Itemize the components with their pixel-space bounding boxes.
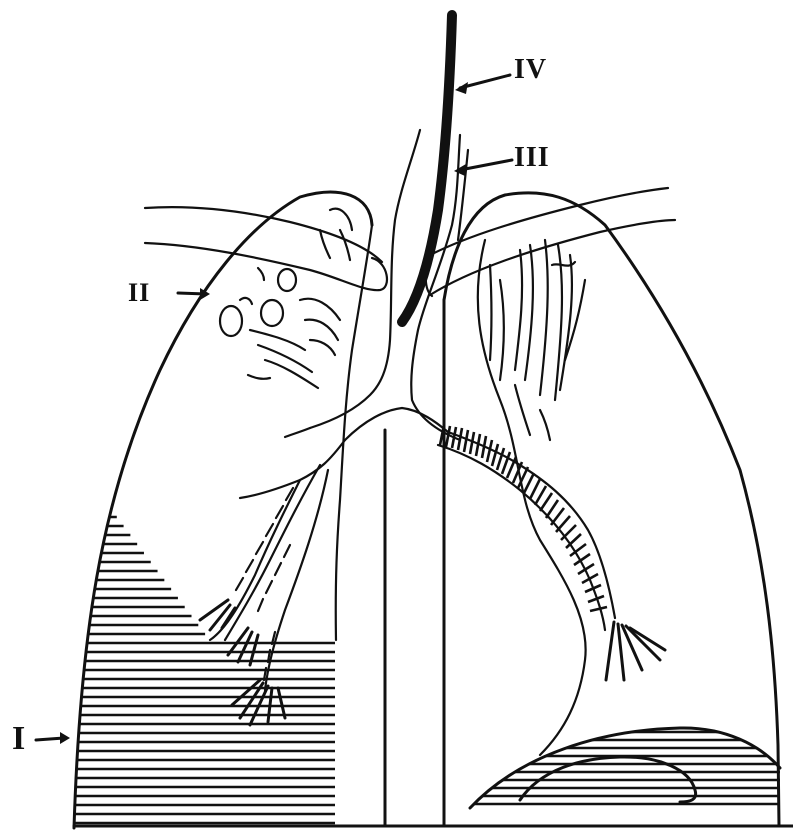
arrow-IV	[455, 75, 510, 94]
diaphragm-hatching	[470, 732, 780, 804]
label-IV: IV	[514, 56, 547, 84]
label-I: I	[12, 722, 26, 756]
trachea-left-wall	[310, 130, 420, 428]
right-lung-outline	[444, 193, 779, 826]
effusion-hatching	[74, 520, 335, 826]
label-III: III	[514, 144, 550, 172]
arrow-III	[454, 160, 512, 176]
arrow-I	[36, 732, 70, 744]
left-bronchus-stripes	[440, 425, 607, 611]
clavicle-right-upper	[430, 188, 668, 255]
left-bronchus-terminals	[606, 622, 665, 680]
label-II: II	[128, 280, 150, 306]
clavicle-left-lower	[145, 243, 387, 290]
right-bronchus-branch-3	[210, 480, 300, 640]
left-bronchus-lower-wall	[438, 445, 605, 630]
right-bronchus-upper-wall	[285, 428, 310, 437]
right-bronchus-branch-2	[265, 470, 328, 690]
